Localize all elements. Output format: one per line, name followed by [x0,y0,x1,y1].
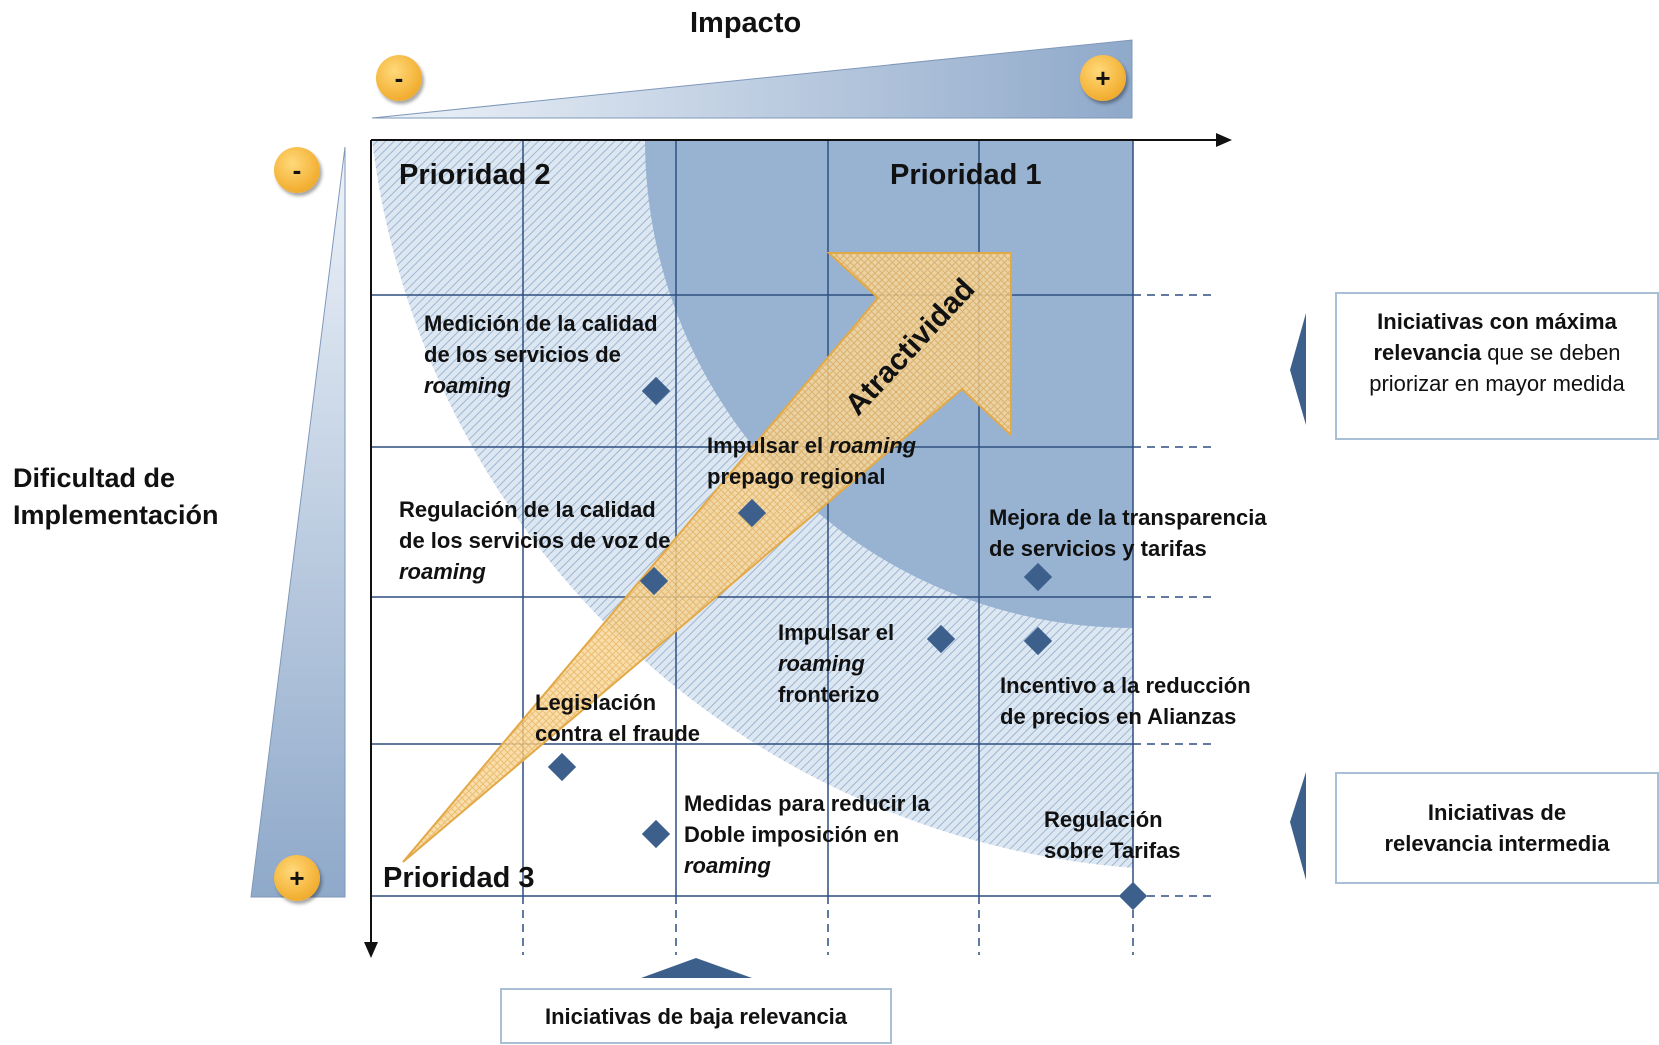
marker-prepago [737,498,767,528]
low-relevance-pointer [641,958,752,978]
marker-fronterizo [926,624,956,654]
difficulty-wedge [250,146,346,898]
mid-relevance-callout: Iniciativas de relevancia intermedia [1335,772,1659,884]
difficulty-max-badge: + [274,855,320,901]
marker-transparencia [1023,562,1053,592]
axes [370,139,1220,945]
y-axis-arrowhead [364,942,378,958]
priority2-label: Prioridad 2 [399,159,551,191]
impact-axis-title: Impacto [690,7,802,39]
marker-fraude [547,752,577,782]
initiative-transparencia: Mejora de la transparencia de servicios … [989,505,1267,561]
priority1-label: Prioridad 1 [890,159,1042,191]
priority3-label: Prioridad 3 [383,862,535,894]
difficulty-min-badge: - [274,147,320,193]
mid-relevance-pointer [1290,772,1306,880]
difficulty-title-line1: Dificultad de [13,463,176,493]
x-axis-arrowhead [1216,133,1232,147]
high-relevance-pointer [1290,313,1306,425]
high-relevance-callout: Iniciativas con máxima relevancia que se… [1335,292,1659,440]
marker-regulacion-calidad [639,566,669,596]
initiative-tarifas: Regulación sobre Tarifas [1044,807,1181,863]
initiative-regulacion-calidad: Regulación de la calidad de los servicio… [399,497,671,584]
marker-medicion [641,376,671,406]
markers [547,376,1148,911]
initiative-prepago: Impulsar el roaming prepago regional [707,433,917,489]
impact-wedge [371,39,1133,119]
attractiveness-arrow [402,252,1012,863]
difficulty-title-line2: Implementación [13,500,219,530]
marker-alianzas [1023,626,1053,656]
low-relevance-callout: Iniciativas de baja relevancia [500,988,892,1044]
impact-max-badge: + [1080,55,1126,101]
initiative-fronterizo: Impulsar el roaming fronterizo [778,620,895,707]
initiative-doble-imposicion: Medidas para reducir la Doble imposición… [684,791,930,878]
marker-doble-imposicion [641,819,671,849]
difficulty-axis-title: Dificultad de Implementación [13,460,219,534]
initiative-fraude: Legislación contra el fraude [535,690,701,746]
impact-min-badge: - [376,55,422,101]
grid-dashes [522,294,1215,955]
marker-tarifas [1118,881,1148,911]
initiative-alianzas: Incentivo a la reducción de precios en A… [1000,673,1251,729]
initiative-medicion: Medición de la calidad de los servicios … [424,311,658,398]
